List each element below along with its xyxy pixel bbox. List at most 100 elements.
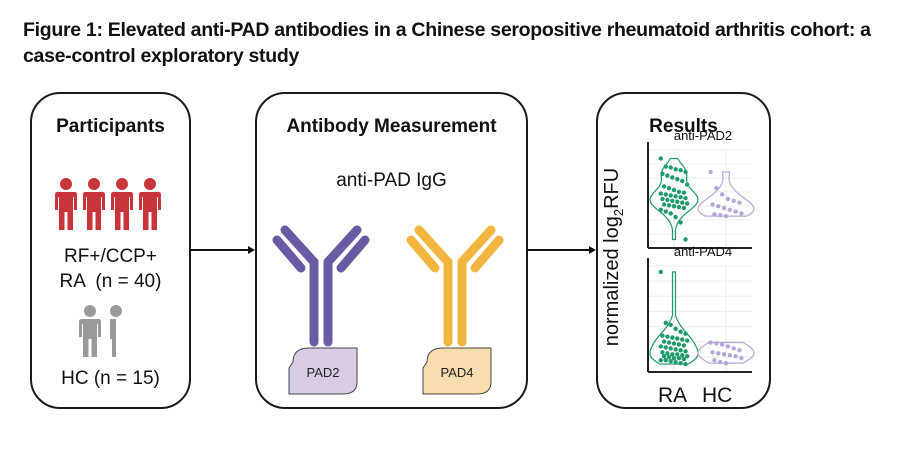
ra-data-point: [673, 359, 678, 365]
ra-data-point: [678, 168, 683, 173]
heavy-arm-left: [280, 225, 319, 267]
figure-title: Figure 1: Elevated anti-PAD antibodies i…: [23, 19, 871, 67]
ra-data-point: [683, 361, 688, 367]
heavy-arm-right: [457, 225, 496, 267]
ra-data-point: [675, 177, 680, 182]
ra-data-point: [663, 320, 668, 326]
hc-label: HC (n = 15): [61, 368, 160, 389]
person-head: [84, 305, 96, 317]
ra-data-point: [670, 352, 675, 357]
person-body: [79, 319, 101, 357]
ra-data-point: [685, 354, 690, 359]
hc-data-point: [725, 344, 731, 349]
ra-data-point: [671, 356, 677, 361]
person-body: [110, 319, 116, 357]
person-head: [88, 178, 100, 190]
person-icon: [79, 305, 101, 357]
ra-data-point: [665, 351, 670, 356]
hc-violin-outline: [697, 171, 755, 217]
ra-data-point: [673, 347, 678, 352]
ra-data-point: [683, 169, 688, 175]
person-head: [60, 178, 72, 190]
ra-data-point: [665, 334, 670, 339]
ra-data-point: [678, 360, 683, 366]
measurement-title: Antibody Measurement: [286, 116, 497, 137]
hc-data-point: [718, 213, 723, 218]
person-icon: [111, 178, 133, 230]
ra-data-point: [678, 195, 683, 200]
hc-data-point: [708, 169, 713, 175]
hc-data-point: [710, 350, 715, 355]
antibody-measurement-panel: Antibody Measurement anti-PAD IgG PAD2 P…: [255, 92, 528, 409]
hc-data-point: [719, 192, 725, 197]
ra-data-point: [676, 204, 682, 210]
ra-data-point: [660, 196, 665, 202]
ra-data-point: [665, 173, 670, 178]
ra-data-point: [668, 165, 673, 170]
hc-control-icons: [79, 305, 122, 357]
ra-data-point: [676, 342, 682, 347]
ra-data-point: [670, 198, 675, 203]
hc-data-point: [721, 352, 727, 357]
ra-data-point: [680, 337, 685, 342]
person-icon: [55, 178, 77, 230]
ra-data-point: [683, 349, 688, 354]
person-head: [144, 178, 156, 190]
ra-data-point: [685, 182, 690, 187]
person-body: [55, 192, 77, 230]
ra-data-point: [681, 205, 687, 211]
ra-data-point: [685, 338, 690, 343]
hc-data-point: [727, 353, 733, 358]
ra-data-point: [660, 350, 665, 355]
ra-data-point: [668, 358, 673, 364]
ra-violin-outline: [649, 157, 699, 241]
ra-data-point: [666, 340, 672, 345]
person-icon: [83, 178, 105, 230]
ra-data-point: [680, 200, 685, 205]
person-icon: [110, 305, 122, 357]
ra-data-point: [663, 209, 668, 214]
ra-data-point: [683, 331, 688, 336]
hc-data-point: [716, 351, 721, 356]
ra-data-point: [670, 335, 675, 340]
ra-data-point: [661, 354, 667, 359]
ra-data-point: [670, 175, 675, 180]
hc-data-point: [708, 340, 713, 345]
antigen-block: [288, 347, 358, 395]
results-title: Results: [649, 116, 718, 137]
ra-data-point: [678, 220, 683, 225]
results-panel: Results normalized log2RFU anti-PAD2 ant…: [596, 92, 771, 409]
heavy-arm-right: [323, 225, 362, 267]
ra-data-point: [661, 339, 667, 344]
ra-data-point: [676, 356, 682, 361]
person-head: [116, 178, 128, 190]
ra-data-point: [675, 199, 680, 204]
light-chain-right: [336, 235, 370, 273]
ra-data-point: [663, 345, 668, 350]
ra-data-point: [681, 190, 687, 195]
x-label-hc: HC: [702, 384, 733, 407]
hc-data-point: [710, 202, 715, 207]
ra-data-point: [673, 214, 678, 220]
ra-data-point: [665, 197, 670, 203]
hc-data-point: [721, 205, 727, 211]
measurement-subtitle: anti-PAD IgG: [336, 170, 447, 191]
ra-data-point: [685, 201, 690, 206]
ra-data-point: [680, 353, 685, 358]
ra-data-point: [675, 336, 680, 341]
ra-data-point: [678, 329, 683, 334]
ra-data-point: [675, 352, 680, 357]
hc-data-point: [725, 196, 731, 202]
person-body: [111, 192, 133, 230]
pad4-antibody-icon: PAD4: [406, 225, 504, 395]
ra-label-line2: RA (n = 40): [59, 271, 162, 292]
x-label-ra: RA: [658, 384, 688, 407]
ra-data-point: [666, 203, 672, 208]
hc-data-point: [719, 342, 725, 347]
hc-data-point: [714, 186, 719, 191]
ra-data-point: [658, 344, 663, 349]
light-chain-right: [470, 235, 504, 273]
ra-data-point: [663, 164, 668, 169]
ra-data-point: [668, 346, 673, 351]
hc-data-point: [739, 356, 744, 361]
